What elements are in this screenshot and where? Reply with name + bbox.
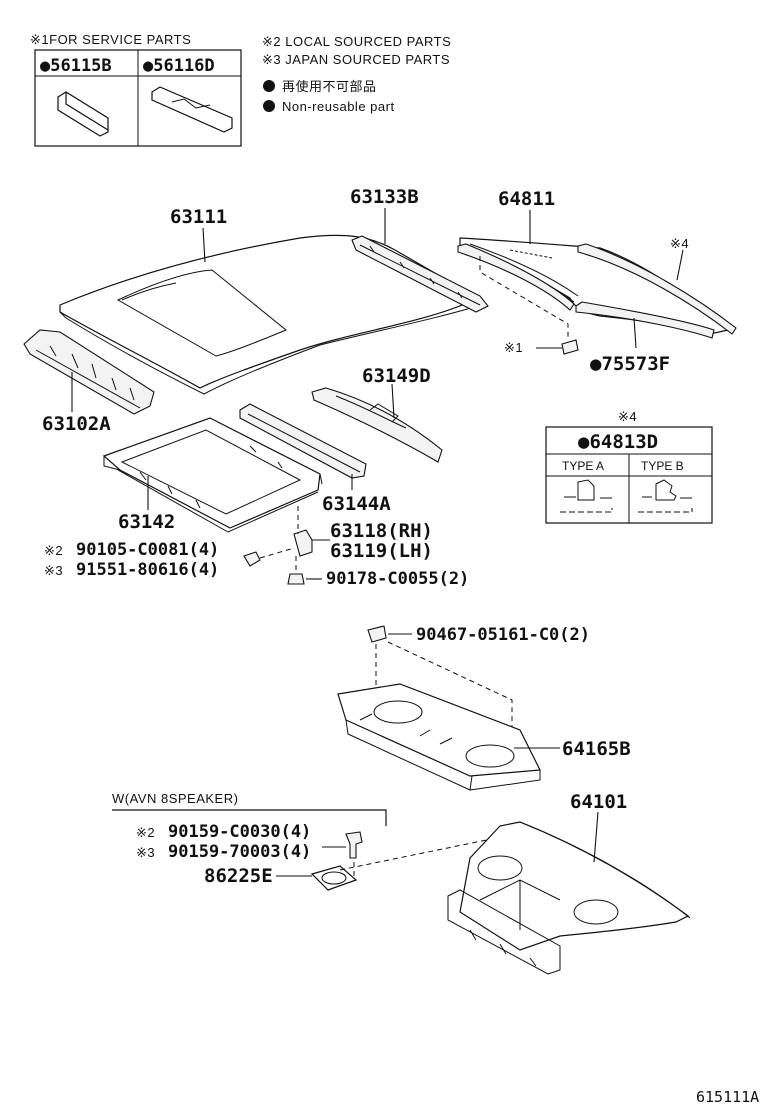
callout-91551-80616: 91551-80616(4) (76, 560, 219, 580)
leader-line (633, 317, 637, 349)
type-b-label: TYPE B (641, 459, 684, 473)
note-mark-2: ※2 (44, 543, 63, 558)
figure-id: 615111A (696, 1088, 759, 1106)
nonreusable-en-label: Non-reusable part (282, 99, 395, 114)
callout-63119-lh: 63119(LH) (330, 540, 433, 562)
bolt-drawing (243, 551, 261, 567)
service-parts-note: ※1FOR SERVICE PARTS (30, 32, 191, 47)
strip-56115b-image (57, 91, 109, 137)
roof-bow-drawing (239, 403, 367, 479)
back-window-drawing (457, 237, 737, 339)
rear-rail-drawing (351, 235, 489, 313)
nonreusable-bullet-icon (263, 80, 275, 92)
type-b-profile (642, 479, 692, 501)
roof-reinforcement-drawing (311, 387, 443, 463)
type-table: ●64813D TYPE A TYPE B (545, 426, 713, 524)
callout-63133b: 63133B (350, 186, 419, 208)
package-tray-drawing (337, 683, 541, 791)
callout-64101: 64101 (570, 791, 627, 813)
callout-63102a: 63102A (42, 413, 111, 435)
note-mark-1: ※1 (504, 340, 523, 355)
note-mark-2: ※2 (136, 825, 155, 840)
speaker-bracket-line (112, 809, 387, 826)
callout-64165b: 64165B (562, 738, 631, 760)
leader-line (202, 227, 206, 263)
callout-63144a: 63144A (322, 493, 391, 515)
type-a-label: TYPE A (562, 459, 604, 473)
callout-90105-c0081: 90105-C0081(4) (76, 540, 219, 560)
callout-63149d: 63149D (362, 365, 431, 387)
type-table-part: ●64813D (578, 431, 658, 453)
note-mark-3: ※3 (44, 563, 63, 578)
callout-90159-c0030: 90159-C0030(4) (168, 822, 311, 842)
callout-90467-05161: 90467-05161-C0(2) (416, 625, 590, 645)
callout-64811: 64811 (498, 188, 555, 210)
callout-63118-rh: 63118(RH) (330, 520, 433, 542)
local-sourced-note: ※2 LOCAL SOURCED PARTS (262, 34, 451, 49)
dashed-leader (339, 835, 507, 871)
speaker-condition-note: W(AVN 8SPEAKER) (112, 791, 238, 806)
nonreusable-jp-label: 再使用不可部品 (282, 79, 377, 94)
speaker-drawing (310, 865, 358, 891)
callout-90178-c0055: 90178-C0055(2) (326, 569, 469, 589)
service-parts-box: ●56115B ●56116D (34, 49, 242, 147)
callout-63142: 63142 (118, 511, 175, 533)
note-mark-4: ※4 (618, 409, 637, 424)
leader-line (391, 383, 395, 419)
dashed-leader (479, 256, 569, 340)
service-part-56116d: ●56116D (143, 56, 215, 76)
clip-drawing (367, 625, 387, 643)
screw-drawing (345, 831, 363, 859)
callout-63111: 63111 (170, 206, 227, 228)
nut-drawing (287, 573, 305, 585)
note-mark-4: ※4 (670, 236, 689, 251)
type-a-profile (564, 479, 612, 501)
leader-line (676, 249, 684, 281)
callout-86225e: 86225E (204, 865, 273, 887)
leader-line (593, 811, 599, 863)
rear-panel-drawing (447, 821, 691, 975)
japan-sourced-note: ※3 JAPAN SOURCED PARTS (262, 52, 450, 67)
strip-56116d-image (151, 86, 233, 133)
dashed-leader (259, 547, 295, 559)
note-mark-3: ※3 (136, 845, 155, 860)
service-part-56115b: ●56115B (40, 56, 112, 76)
bracket-drawing (293, 529, 313, 557)
spacer-part-drawing (561, 339, 579, 355)
sunroof-housing-drawing (102, 417, 323, 533)
roof-panel-drawing (59, 234, 485, 395)
callout-90159-70003: 90159-70003(4) (168, 842, 311, 862)
callout-75573f: ●75573F (590, 353, 670, 375)
nonreusable-bullet-icon (263, 100, 275, 112)
front-header-drawing (23, 329, 155, 415)
